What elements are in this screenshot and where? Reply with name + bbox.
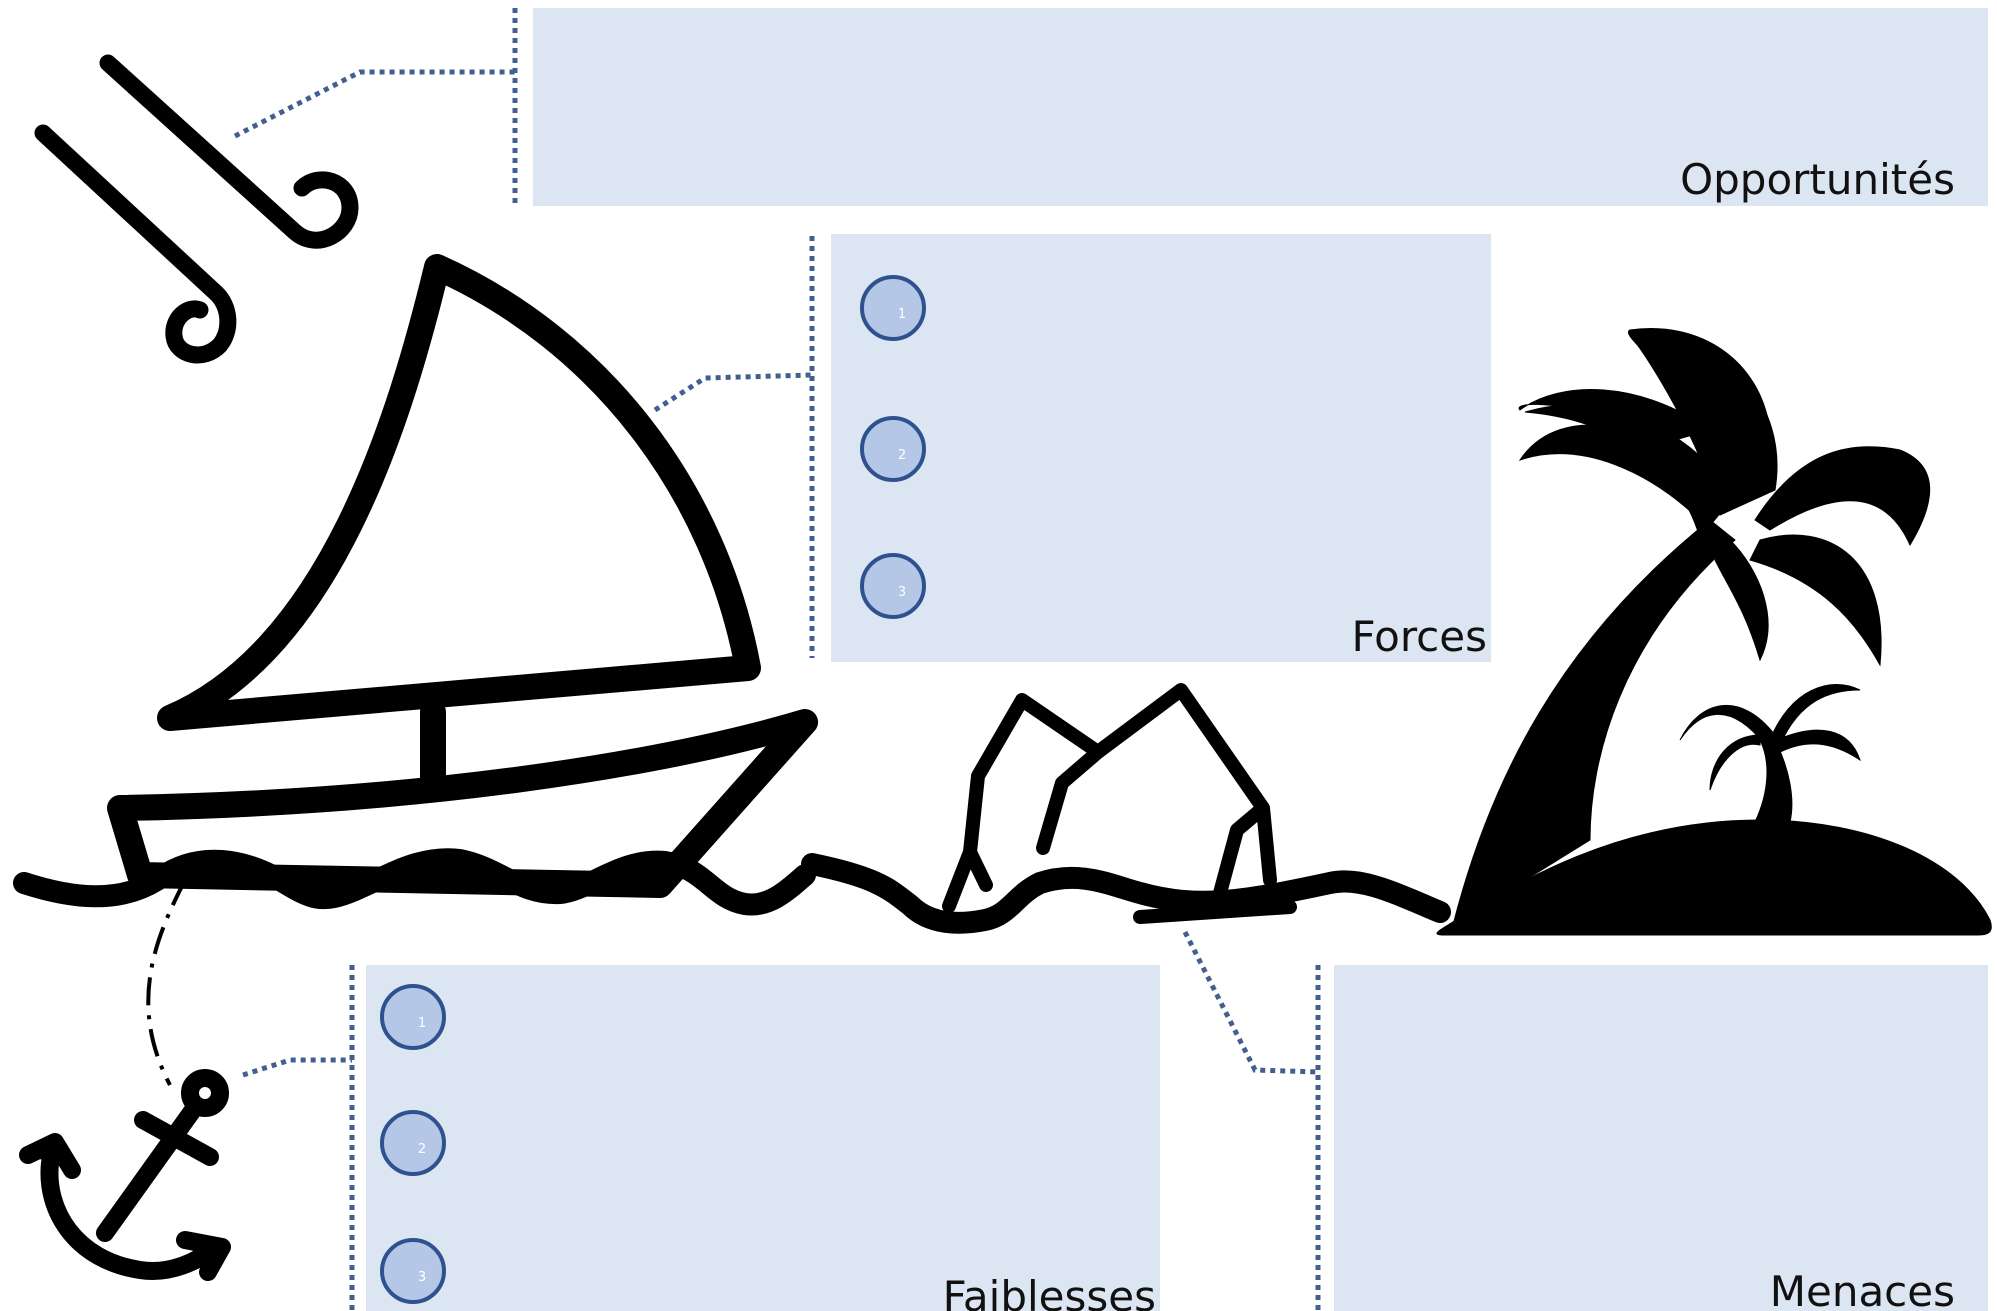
sail — [157, 254, 761, 731]
weaknesses-panel: 1 2 3 Faiblesses — [366, 965, 1160, 1311]
threats-box — [1334, 965, 1988, 1311]
weaknesses-bullet-3: 3 — [380, 1238, 446, 1304]
svg-text:3: 3 — [898, 585, 906, 600]
hull — [107, 709, 818, 898]
connectors — [233, 8, 1321, 1311]
threats-connector — [1182, 930, 1319, 1075]
waves-icon — [13, 848, 1451, 934]
svg-text:1: 1 — [418, 1016, 426, 1031]
strengths-bullet-1: 1 — [860, 275, 926, 341]
opportunities-label: Opportunités — [1680, 155, 1955, 204]
strengths-label: Forces — [1351, 612, 1487, 661]
strengths-box — [831, 234, 1491, 662]
svg-text:3: 3 — [418, 1270, 426, 1285]
strengths-bullet-2: 2 — [860, 416, 926, 482]
threats-label: Menaces — [1770, 1267, 1955, 1311]
sailboat-icon — [107, 254, 818, 898]
iceberg-icon — [942, 683, 1297, 924]
anchor-rope — [146, 879, 187, 1086]
strengths-bullet-3: 3 — [860, 553, 926, 619]
opportunities-box — [533, 8, 1988, 206]
svg-text:2: 2 — [898, 448, 906, 463]
weaknesses-connector — [242, 1057, 352, 1078]
svg-text:1: 1 — [898, 307, 906, 322]
palm-island-icon — [1436, 328, 1992, 936]
strengths-panel: 1 2 3 Forces — [831, 234, 1491, 662]
strengths-connector — [653, 372, 813, 413]
weaknesses-bullet-2: 2 — [380, 1110, 446, 1176]
weaknesses-label: Faiblesses — [943, 1272, 1156, 1311]
weaknesses-bullet-1: 1 — [380, 984, 446, 1050]
wind-icon — [34, 54, 359, 364]
weaknesses-box — [366, 965, 1160, 1311]
opportunities-panel: Opportunités — [533, 8, 1988, 206]
threats-panel: Menaces — [1334, 965, 1988, 1311]
opportunities-connector — [233, 69, 515, 139]
anchor-icon — [19, 1069, 231, 1281]
svg-text:2: 2 — [418, 1142, 426, 1157]
